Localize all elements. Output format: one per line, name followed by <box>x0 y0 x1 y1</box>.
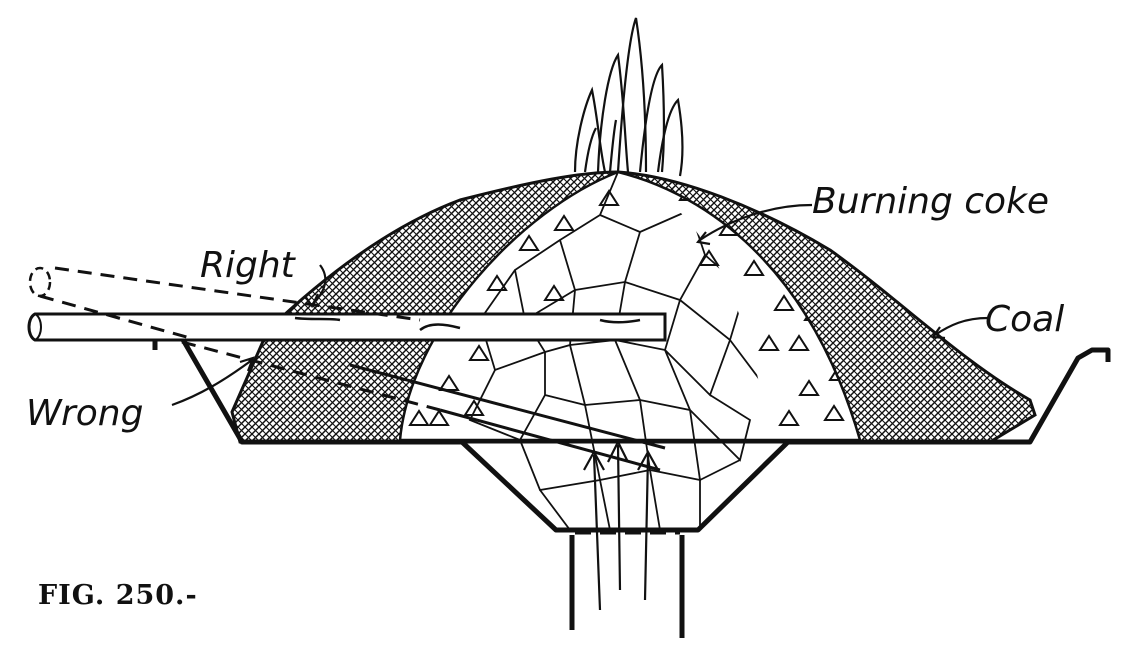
flames <box>575 18 682 176</box>
figure-caption: FIG. 250.- <box>38 580 198 611</box>
label-burning-coke: Burning coke <box>812 184 1049 220</box>
label-wrong: Wrong <box>26 396 143 432</box>
right-bar <box>29 314 665 340</box>
label-coal: Coal <box>985 302 1064 338</box>
label-right: Right <box>200 248 295 284</box>
tuyere-pipe <box>572 535 682 638</box>
